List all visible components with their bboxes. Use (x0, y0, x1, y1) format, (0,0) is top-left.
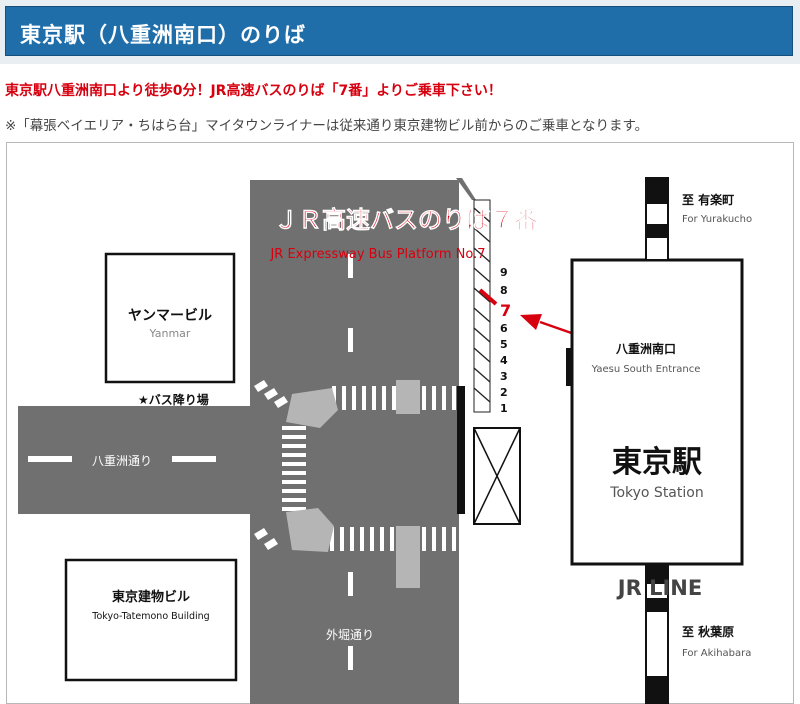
dir-south-label-en: For Akihabara (682, 648, 751, 659)
platform-number: 2 (500, 386, 508, 399)
platform-number: 3 (500, 370, 508, 383)
yanmar-label-en: Yanmar (149, 327, 191, 340)
platform-number: 4 (500, 354, 508, 367)
platform-hatch (473, 199, 498, 413)
lane-dashes (28, 254, 353, 670)
bus-dropoff-label: ★バス降り場 (138, 392, 209, 407)
crosswalk-west (282, 426, 306, 511)
entrance-label: 八重洲南口 (615, 341, 676, 356)
platform-number: 5 (500, 338, 508, 351)
tatemono-label: 東京建物ビル (112, 589, 190, 605)
note-text: ※「幕張ベイエリア・ちはら台」マイタウンライナーは従来通り東京建物ビル前からのご… (5, 118, 649, 134)
elevated-structure (473, 427, 521, 525)
notice-text: 東京駅八重洲南口より徒歩0分！JR高速バスのりば「7番」よりご乗車下さい！ (5, 83, 502, 99)
station-name: 東京駅 (612, 445, 702, 480)
rail-south (645, 563, 669, 704)
rail-north (645, 177, 669, 261)
page-title: 東京駅（八重洲南口）のりば (20, 23, 306, 47)
jr-line-label: JR LINE (616, 576, 702, 600)
tatemono-building (64, 558, 238, 682)
dir-north-label: 至 有楽町 (682, 192, 734, 207)
header-area: 東京駅（八重洲南口）のりば (0, 0, 800, 64)
platform-number: 6 (500, 322, 508, 335)
dir-north-label-en: For Yurakucho (682, 214, 752, 225)
platform-numbers: 9 8 7 6 5 4 3 2 1 (500, 266, 511, 415)
platform-number: 8 (500, 284, 508, 297)
title-bar: 東京駅（八重洲南口）のりば (5, 6, 793, 56)
tatemono-label-en: Tokyo-Tatemono Building (91, 611, 209, 622)
road-building-edge (456, 178, 476, 200)
sotobori-street-label: 外堀通り (326, 627, 374, 642)
platform-number-highlight: 7 (500, 301, 511, 320)
yanmar-building (104, 252, 236, 384)
station-name-en: Tokyo Station (609, 485, 703, 501)
station-building (570, 258, 744, 566)
crosswalk-diagonal (254, 380, 288, 550)
traffic-islands (286, 380, 420, 588)
sotobori-road (250, 180, 459, 704)
entrance-label-en: Yaesu South Entrance (591, 364, 701, 375)
platform-number: 9 (500, 266, 508, 279)
station-map: ＪＲ高速バスのりば７番 JR Expressway Bus Platform N… (6, 142, 794, 704)
crosswalk-south (330, 527, 456, 551)
entrance-marker (566, 348, 572, 386)
platform-title: ＪＲ高速バスのりば７番 (274, 206, 539, 234)
platform-title-en: JR Expressway Bus Platform No.7 (269, 247, 485, 262)
platform-edge (457, 386, 465, 514)
yanmar-label: ヤンマービル (128, 308, 212, 324)
platform-number: 1 (500, 402, 508, 415)
dir-south-label: 至 秋葉原 (682, 624, 734, 639)
yaesu-street-label: 八重洲通り (92, 454, 152, 468)
